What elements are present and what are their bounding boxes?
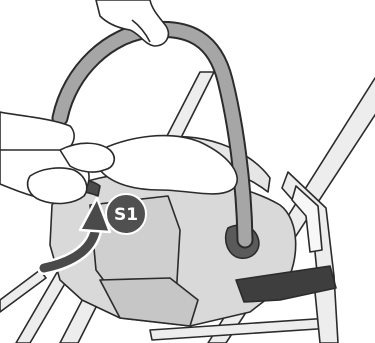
step-badge-label: S1 bbox=[114, 205, 138, 225]
step-badge: S1 bbox=[106, 194, 146, 234]
lower-fingers bbox=[28, 168, 87, 203]
